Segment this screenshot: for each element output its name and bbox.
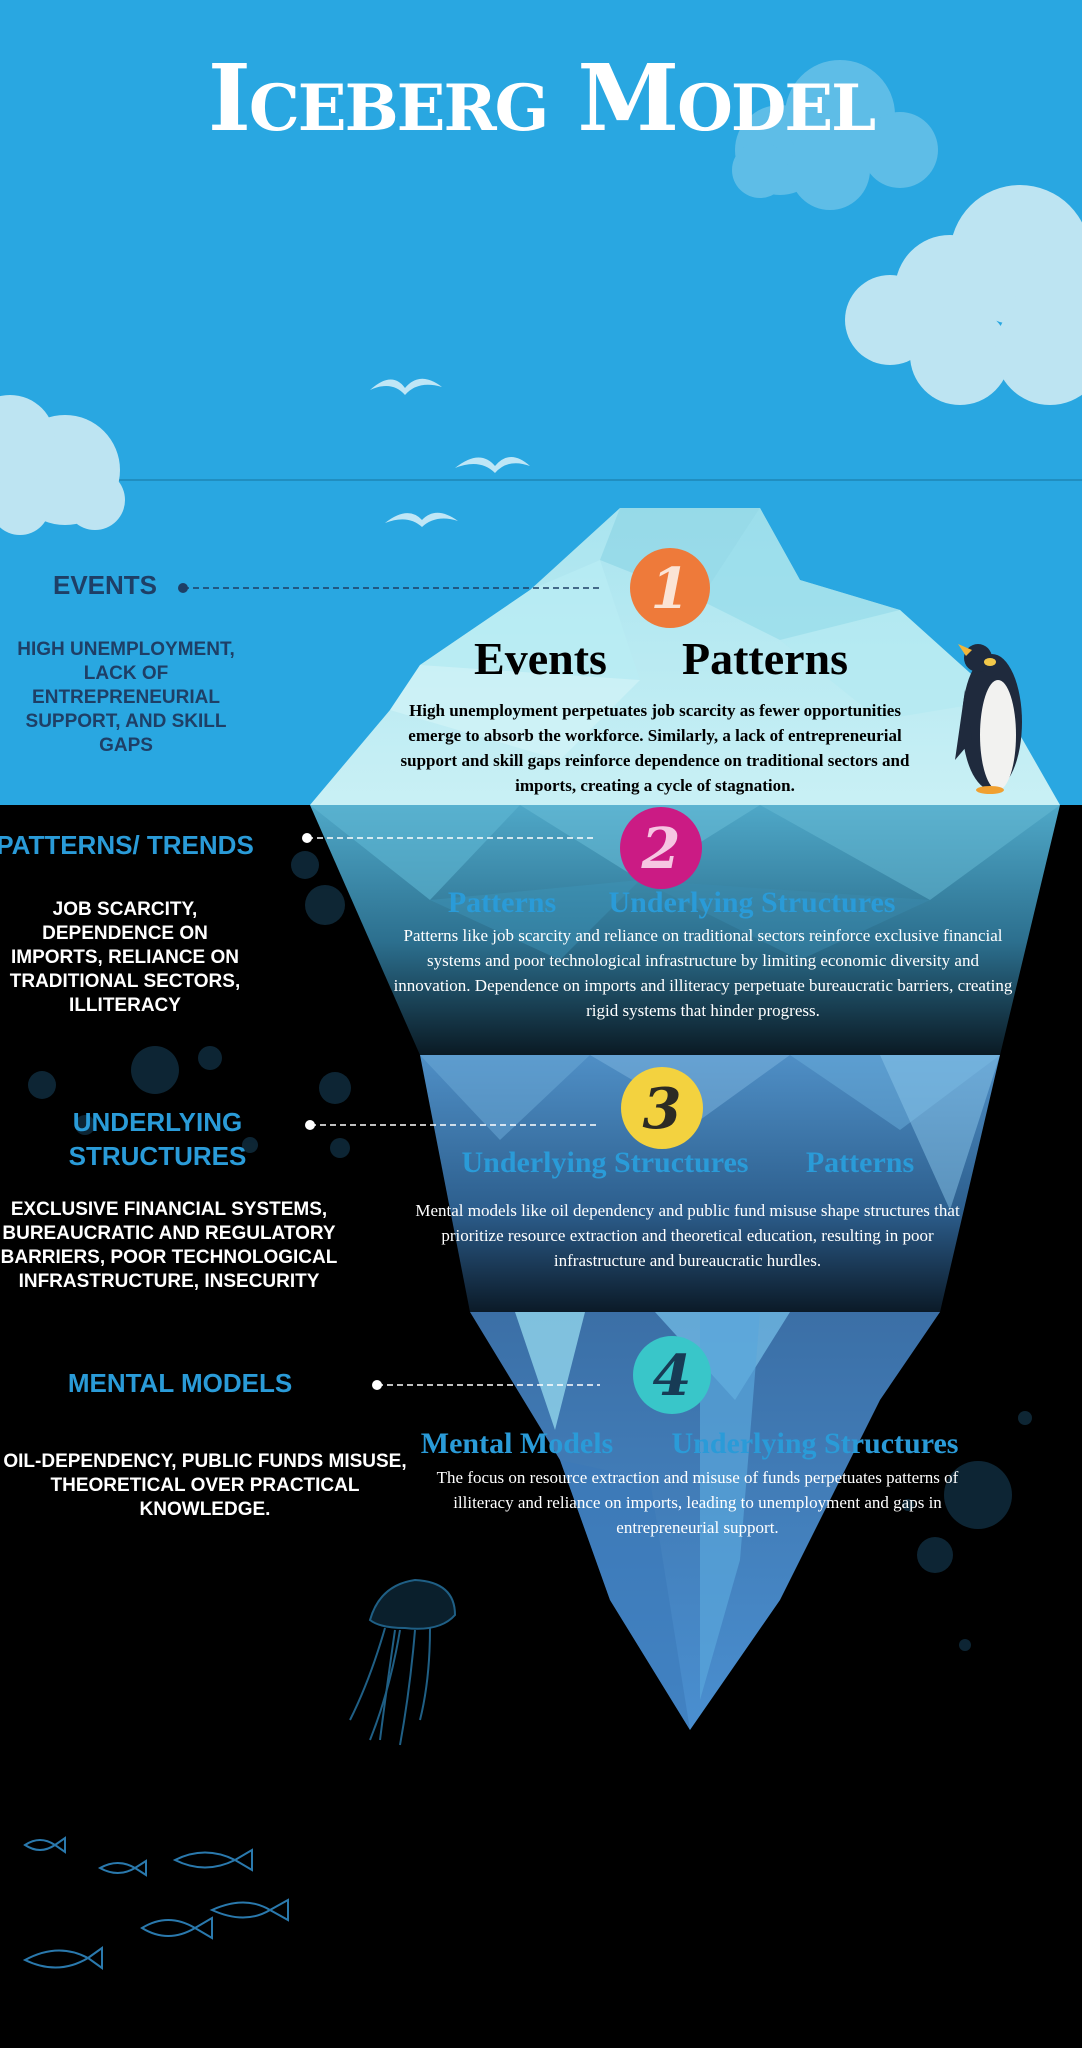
- number-label-1: 1: [651, 556, 690, 622]
- bird-icon: [370, 378, 530, 527]
- page-title: Iceberg Model: [207, 44, 876, 152]
- level-description-underlying-structures: EXCLUSIVE FINANCIAL SYSTEMS, BUREAUCRATI…: [0, 1199, 338, 1292]
- level-label-events: EVENTS: [52, 570, 158, 600]
- connector-lines: [183, 587, 602, 1386]
- number-badge-2: [620, 807, 702, 889]
- level-description-mental-models: OIL-DEPENDENCY, PUBLIC FUNDS MISUSE, THE…: [3, 1451, 407, 1520]
- level-4-heading-right: Underlying Structures: [671, 1427, 959, 1460]
- level-1-text: High unemployment perpetuates job scarci…: [400, 701, 910, 795]
- jellyfish-icon: [349, 1578, 457, 1746]
- level-3-text: Mental models like oil dependency and pu…: [415, 1201, 960, 1270]
- level-2-heading-left: Patterns: [447, 886, 557, 919]
- level-3-heading-left: Underlying Structures: [461, 1146, 749, 1179]
- number-label-3: 3: [643, 1076, 682, 1142]
- level-2-heading-right: Underlying Structures: [608, 886, 896, 919]
- level-label-underlying-structures: UNDERLYING STRUCTURES: [68, 1107, 247, 1171]
- level-2-text: Patterns like job scarcity and reliance …: [393, 926, 1013, 1020]
- number-badge-3: [621, 1067, 703, 1149]
- cloud-icon: [0, 395, 125, 535]
- fish-icon: [22, 1836, 289, 1970]
- level-1-heading-right: Patterns: [681, 633, 849, 684]
- level-label-mental-models: MENTAL MODELS: [67, 1368, 293, 1398]
- cloud-icon: [845, 185, 1082, 405]
- level-description-patterns: JOB SCARCITY, DEPENDENCE ON IMPORTS, REL…: [9, 899, 241, 1016]
- cloud-icon: [732, 60, 938, 210]
- number-label-2: 2: [641, 816, 681, 882]
- ice-level-3: [420, 1055, 1000, 1312]
- level-4-text: The focus on resource extraction and mis…: [436, 1468, 959, 1537]
- level-label-patterns: PATTERNS/ TRENDS: [0, 830, 254, 860]
- level-3-heading-right: Patterns: [805, 1146, 915, 1179]
- number-label-4: 4: [653, 1343, 692, 1409]
- level-description-events: HIGH UNEMPLOYMENT, LACK OF ENTREPRENEURI…: [17, 639, 235, 756]
- bubble-icon: [28, 851, 1032, 1651]
- number-badge-4: [633, 1336, 711, 1414]
- level-4-heading-left: Mental Models: [420, 1427, 614, 1460]
- number-badge-1: [630, 548, 710, 628]
- level-1-heading-left: Events: [474, 633, 607, 684]
- penguin-icon: [955, 644, 1022, 794]
